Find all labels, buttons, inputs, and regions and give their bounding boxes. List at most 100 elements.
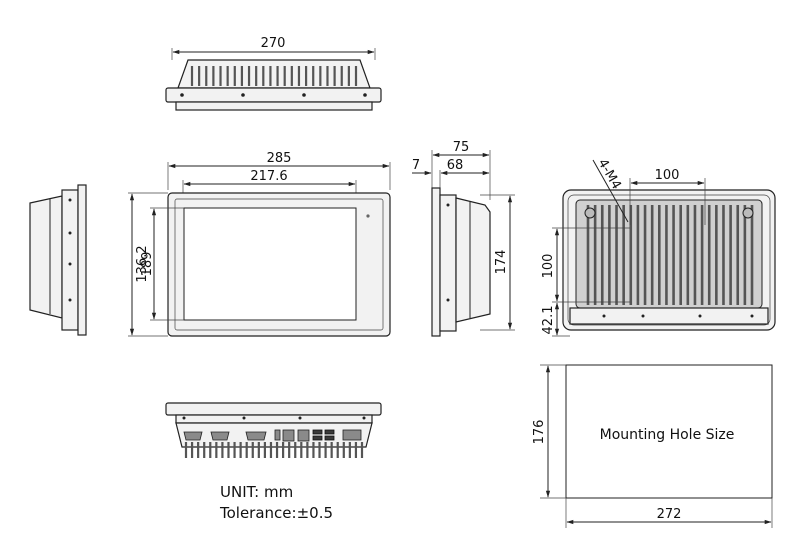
heatsink-fin bbox=[300, 442, 303, 458]
heatsink-fin bbox=[233, 66, 236, 86]
heatsink-fin bbox=[297, 66, 301, 86]
heatsink-fin bbox=[333, 66, 336, 86]
heatsink-fin bbox=[304, 66, 308, 86]
heatsink-fin bbox=[347, 66, 350, 86]
heatsink-fin bbox=[615, 205, 618, 305]
io-ports bbox=[183, 429, 362, 442]
mounting-cutout: Mounting Hole Size 176 272 bbox=[532, 364, 773, 528]
heatsink-fin bbox=[245, 442, 248, 458]
heatsink-fin bbox=[221, 442, 224, 458]
heatsink-fin bbox=[342, 442, 345, 458]
side-total-depth-label: 75 bbox=[453, 140, 470, 155]
heatsink-fin bbox=[233, 442, 236, 458]
heatsink-fin bbox=[240, 66, 244, 86]
heatsink-fin bbox=[672, 205, 675, 305]
cutout-width-label: 272 bbox=[657, 507, 682, 522]
heatsink-fin bbox=[239, 442, 242, 458]
heatsink-fin bbox=[203, 442, 206, 458]
heatsink-fin bbox=[263, 442, 266, 458]
front-screen-width-label: 217.6 bbox=[250, 169, 287, 184]
heatsink-fin bbox=[679, 205, 682, 305]
rear-bottom-offset-label: 42.1 bbox=[541, 306, 556, 335]
heatsink-fin bbox=[360, 442, 364, 458]
top-width-label: 270 bbox=[261, 36, 286, 51]
heatsink-fin bbox=[750, 205, 754, 305]
heatsink-fin bbox=[318, 442, 321, 458]
heatsink-fin bbox=[306, 442, 309, 458]
tolerance-note: Tolerance:±0.5 bbox=[219, 504, 333, 522]
heatsink-fin bbox=[269, 66, 272, 86]
heatsink-fin bbox=[290, 66, 293, 86]
heatsink-fin bbox=[275, 442, 279, 458]
heatsink-fin bbox=[354, 442, 358, 458]
heatsink-fin bbox=[312, 66, 315, 86]
heatsink-fin bbox=[209, 442, 212, 458]
heatsink-fin bbox=[629, 205, 633, 305]
right-side-view: 75 7 68 174 bbox=[412, 140, 515, 337]
heatsink-fin bbox=[622, 205, 625, 305]
heatsink-fin bbox=[354, 66, 358, 86]
heatsink-fin bbox=[600, 205, 604, 305]
heatsink-fin bbox=[288, 442, 291, 458]
heatsink-fin bbox=[330, 442, 333, 458]
heatsink-fin bbox=[715, 205, 718, 305]
front-screen-height-label: 136.2 bbox=[135, 245, 150, 282]
heatsink-fin bbox=[215, 442, 218, 458]
side-depth-label: 68 bbox=[447, 158, 464, 173]
heatsink-fin bbox=[324, 442, 327, 458]
heatsink-fin bbox=[227, 442, 230, 458]
heatsink-fin bbox=[665, 205, 668, 305]
heatsink-fin bbox=[729, 205, 732, 305]
rear-hole-spacing-v-label: 100 bbox=[541, 254, 556, 279]
heatsink-fin bbox=[593, 205, 597, 305]
rear-view: 4-M4 100 100 42.1 bbox=[541, 157, 776, 337]
left-side-view bbox=[29, 184, 87, 336]
heatsink-fin bbox=[198, 66, 201, 86]
heatsink-fin bbox=[643, 205, 647, 305]
heatsink-fin bbox=[608, 205, 611, 305]
heatsink-fin bbox=[722, 205, 725, 305]
heatsink-fin bbox=[184, 442, 188, 458]
heatsink-fin bbox=[282, 442, 285, 458]
cutout-label: Mounting Hole Size bbox=[600, 427, 735, 443]
heatsink-fin bbox=[257, 442, 260, 458]
heatsink-fin bbox=[707, 205, 711, 305]
heatsink-fin bbox=[283, 66, 286, 86]
heatsink-fin bbox=[190, 442, 194, 458]
heatsink-fin bbox=[340, 66, 343, 86]
rear-hole-spacing-h-label: 100 bbox=[655, 168, 680, 183]
cutout-height-label: 176 bbox=[532, 420, 547, 445]
unit-note: UNIT: mm bbox=[220, 483, 293, 501]
heatsink-fin bbox=[348, 442, 351, 458]
side-flange-label: 7 bbox=[412, 158, 420, 173]
heatsink-fin bbox=[190, 66, 194, 86]
top-view: 270 bbox=[165, 36, 382, 111]
heatsink-fin bbox=[276, 66, 279, 86]
heatsink-fin bbox=[294, 442, 297, 458]
heatsink-fin bbox=[743, 205, 747, 305]
heatsink-fin bbox=[658, 205, 661, 305]
heatsink-fin bbox=[226, 66, 229, 86]
heatsink-fin bbox=[247, 66, 251, 86]
side-height-label: 174 bbox=[494, 250, 509, 275]
heatsink-fin bbox=[255, 66, 258, 86]
heatsink-fin bbox=[686, 205, 690, 305]
heatsink-fin bbox=[319, 66, 322, 86]
heatsink-fin bbox=[212, 66, 215, 86]
heatsink-fin bbox=[197, 442, 200, 458]
heatsink-fin bbox=[251, 442, 254, 458]
heatsink-fin bbox=[269, 442, 273, 458]
heatsink-fin bbox=[262, 66, 265, 86]
rear-hole-label: 4-M4 bbox=[595, 157, 624, 193]
heatsink-fin bbox=[700, 205, 704, 305]
heatsink-fin bbox=[736, 205, 740, 305]
heatsink-fin bbox=[636, 205, 640, 305]
heatsink-fin bbox=[312, 442, 315, 458]
heatsink-fin bbox=[586, 205, 590, 305]
front-height-label: 189 bbox=[140, 252, 155, 277]
heatsink-fin bbox=[326, 66, 329, 86]
front-width-label: 285 bbox=[267, 151, 292, 166]
heatsink-fin bbox=[336, 442, 339, 458]
front-view: 285 217.6 189 136.2 bbox=[128, 151, 391, 337]
